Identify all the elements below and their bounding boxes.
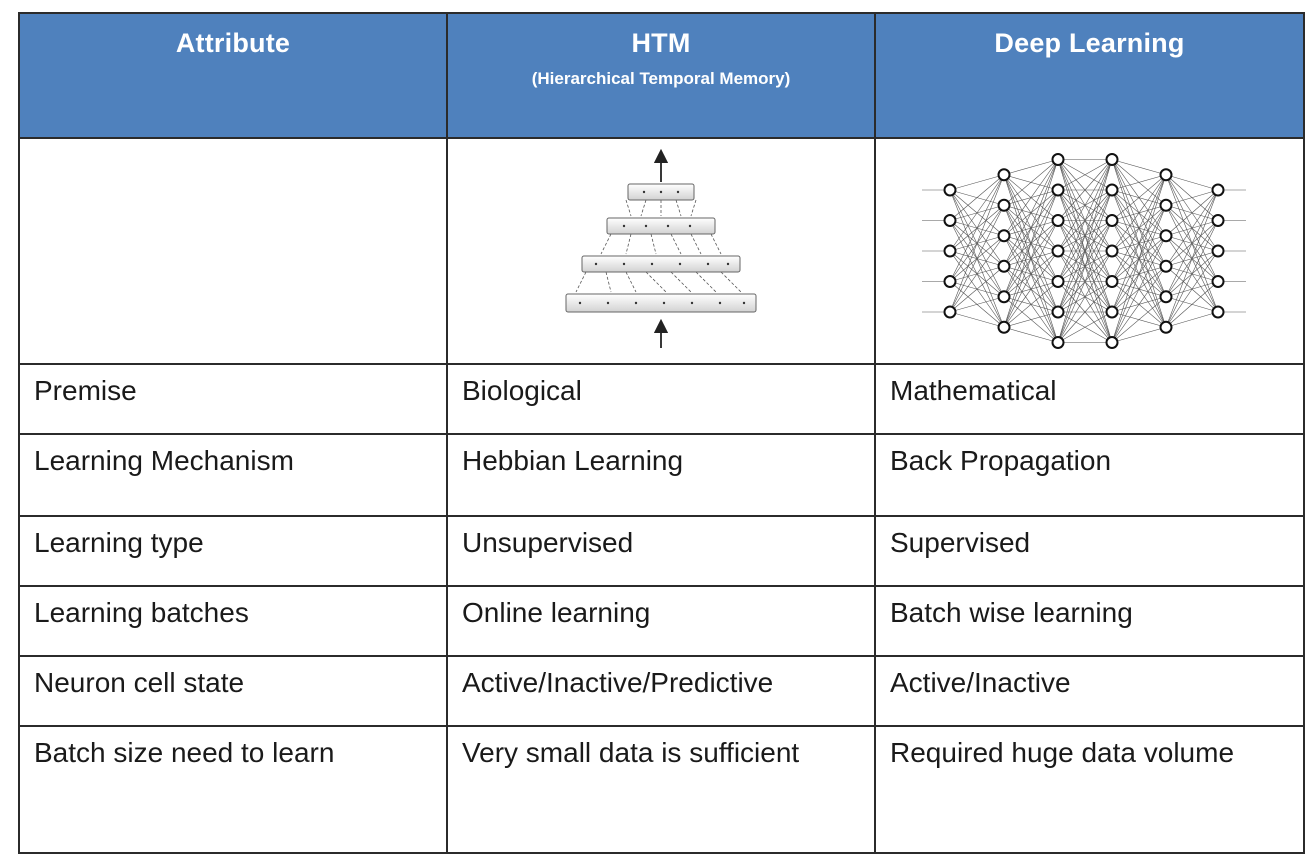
deep-learning-cell: Required huge data volume (874, 725, 1305, 854)
attribute-cell: Neuron cell state (18, 655, 448, 727)
htm-cell: Hebbian Learning (446, 433, 876, 517)
network-node (1105, 305, 1118, 319)
network-node (1051, 336, 1064, 349)
header-attribute-label: Attribute (175, 28, 291, 58)
deep-learning-cell: Active/Inactive (874, 655, 1305, 727)
network-node (1211, 275, 1224, 288)
image-cell-empty (18, 137, 448, 365)
header-htm: HTM (Hierarchical Temporal Memory) (446, 12, 876, 139)
network-node (997, 320, 1010, 334)
network-node (1211, 305, 1224, 319)
network-node (1051, 214, 1064, 227)
network-node (1159, 198, 1172, 212)
network-node (1105, 244, 1118, 258)
deep-learning-cell: Mathematical (874, 363, 1305, 435)
htm-hierarchy-diagram (565, 148, 757, 348)
attribute-cell: Batch size need to learn (18, 725, 448, 854)
network-node (943, 183, 956, 197)
attribute-cell: Learning Mechanism (18, 433, 448, 517)
network-node (943, 305, 956, 319)
deep-learning-cell: Back Propagation (874, 433, 1305, 517)
htm-cell: Online learning (446, 585, 876, 657)
network-node (997, 168, 1010, 182)
network-node (1211, 183, 1224, 197)
network-node (1051, 153, 1064, 166)
htm-cell: Very small data is sufficient (446, 725, 876, 854)
network-node (1159, 320, 1172, 334)
htm-cell: Biological (446, 363, 876, 435)
network-node (1051, 305, 1064, 319)
network-node (997, 259, 1010, 273)
network-node (1105, 214, 1118, 227)
table-row: Neuron cell state Active/Inactive/Predic… (18, 655, 1305, 727)
htm-cell: Active/Inactive/Predictive (446, 655, 876, 727)
network-node (943, 275, 956, 288)
network-node (1159, 229, 1172, 243)
network-node (1105, 336, 1118, 349)
network-node (1159, 259, 1172, 273)
deep-learning-cell: Supervised (874, 515, 1305, 587)
network-node (997, 198, 1010, 212)
network-node (997, 229, 1010, 243)
attribute-cell: Learning type (18, 515, 448, 587)
network-node (997, 290, 1010, 304)
header-htm-label: HTM (631, 28, 691, 58)
network-node (1105, 183, 1118, 197)
network-node (1051, 244, 1064, 258)
htm-cell: Unsupervised (446, 515, 876, 587)
comparison-table: Attribute HTM (Hierarchical Temporal Mem… (18, 12, 1305, 854)
network-node (943, 214, 956, 227)
header-row: Attribute HTM (Hierarchical Temporal Mem… (18, 12, 1305, 139)
table-row: Learning type Unsupervised Supervised (18, 515, 1305, 587)
image-cell-htm (446, 137, 876, 365)
network-node (1159, 168, 1172, 182)
image-cell-deep-learning (874, 137, 1305, 365)
header-deep-learning-label: Deep Learning (994, 28, 1185, 58)
network-node (1105, 275, 1118, 288)
attribute-cell: Learning batches (18, 585, 448, 657)
network-connections (921, 159, 1246, 343)
network-node (1211, 244, 1224, 258)
attribute-cell: Premise (18, 363, 448, 435)
deep-learning-cell: Batch wise learning (874, 585, 1305, 657)
network-node (1051, 275, 1064, 288)
table-row: Learning batches Online learning Batch w… (18, 585, 1305, 657)
header-htm-sublabel: (Hierarchical Temporal Memory) (531, 69, 791, 88)
network-node (1051, 183, 1064, 197)
network-node (1159, 290, 1172, 304)
table-row: Premise Biological Mathematical (18, 363, 1305, 435)
table-row: Batch size need to learn Very small data… (18, 725, 1305, 854)
image-row (18, 137, 1305, 365)
network-node (1105, 153, 1118, 166)
table-row: Learning Mechanism Hebbian Learning Back… (18, 433, 1305, 517)
network-node (1211, 214, 1224, 227)
network-node (943, 244, 956, 258)
header-deep-learning: Deep Learning (874, 12, 1305, 139)
deep-neural-network-diagram (921, 153, 1246, 349)
header-attribute: Attribute (18, 12, 448, 139)
